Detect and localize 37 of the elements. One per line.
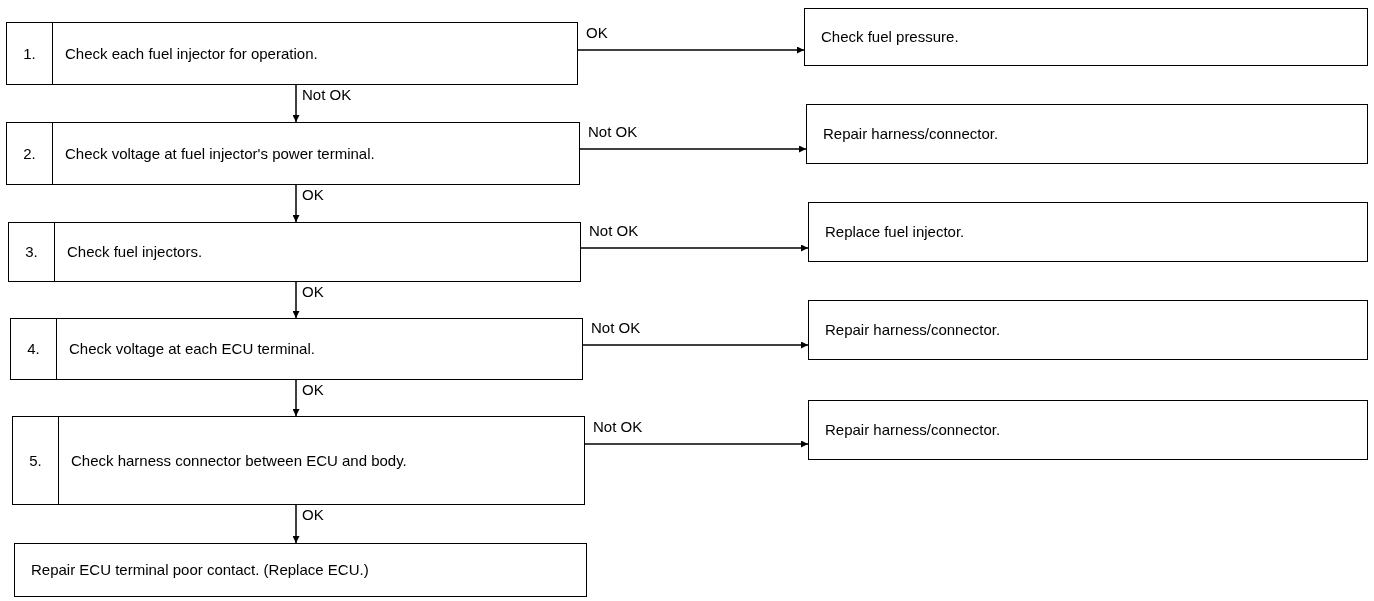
arrow — [577, 46, 805, 54]
arrow — [584, 440, 809, 448]
step-number: 5. — [29, 450, 42, 471]
arrow — [582, 341, 809, 349]
arrow — [292, 281, 300, 319]
arrow — [292, 379, 300, 417]
arrow — [579, 145, 807, 153]
arrow — [292, 504, 300, 544]
step-number: 4. — [27, 339, 40, 359]
action-text: Repair ECU terminal poor contact. (Replace ECU.) — [31, 560, 369, 580]
action-box — [804, 8, 1368, 66]
arrow — [580, 244, 809, 252]
step-text: Check fuel injectors. — [67, 242, 203, 262]
step-text: Check voltage at fuel injector's power terminal. — [65, 143, 375, 164]
action-box — [806, 104, 1368, 164]
step-box — [10, 318, 583, 380]
step-box — [12, 416, 585, 505]
step-text: Check harness connector between ECU and body. — [71, 450, 407, 471]
step-box — [8, 222, 581, 282]
action-text: Check fuel pressure. — [821, 27, 959, 47]
step-box — [6, 22, 578, 85]
arrow — [292, 184, 300, 223]
step-text: Check each fuel injector for operation. — [65, 43, 318, 64]
action-text: Repair harness/connector. — [825, 420, 1001, 440]
step-number: 1. — [23, 43, 36, 64]
action-text: Repair harness/connector. — [825, 320, 1001, 340]
action-box — [808, 400, 1368, 460]
step-number: 2. — [23, 143, 36, 164]
action-box — [14, 543, 587, 597]
step-box — [6, 122, 580, 185]
action-text: Replace fuel injector. — [825, 222, 965, 242]
action-box — [808, 202, 1368, 262]
step-number: 3. — [25, 242, 38, 262]
action-text: Repair harness/connector. — [823, 124, 999, 144]
arrow — [292, 84, 300, 123]
action-box — [808, 300, 1368, 360]
step-text: Check voltage at each ECU terminal. — [69, 339, 315, 359]
